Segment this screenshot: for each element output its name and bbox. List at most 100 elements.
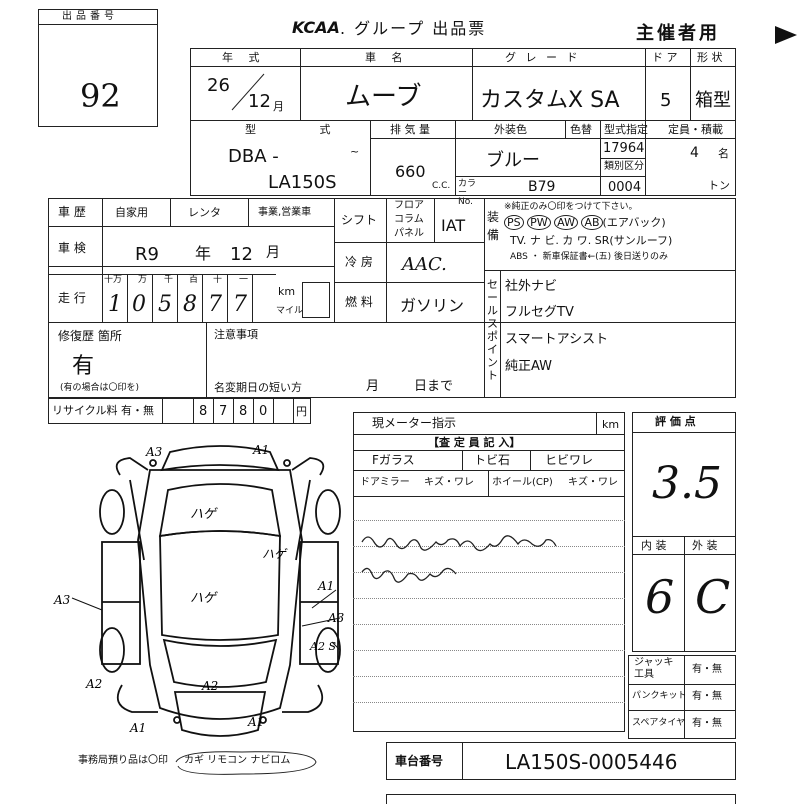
pw-option[interactable]: PW [527, 215, 551, 230]
recycle-unit: 円 [296, 405, 307, 418]
shape-value: 箱型 [695, 90, 731, 111]
jack-label: ジャッキ 工具 [634, 657, 674, 680]
interior-grade: 6 [645, 570, 675, 624]
lot-number-value: 92 [80, 77, 121, 115]
ab-note: (エアバック) [602, 216, 666, 229]
recycle-row [48, 398, 311, 424]
glass-label: Fガラス [372, 453, 415, 467]
recycle-digit-3: 8 [239, 404, 248, 419]
spare-tire-label: スペアタイヤ [632, 718, 686, 728]
meter-label: 現メーター指示 [372, 416, 457, 430]
keys-items[interactable]: カギ リモコン ナビロム [184, 755, 291, 766]
history-rental[interactable]: レンタ [188, 206, 221, 219]
shift-floor[interactable]: フロア [394, 200, 424, 211]
doors-label: ド ア [652, 51, 678, 64]
damage-mark-12: A1 [129, 721, 146, 735]
mileage-digit-1: 1 [108, 292, 122, 317]
digit-label-4: 百 [189, 275, 199, 285]
damage-mark-11: A2 [201, 679, 218, 693]
car-name: ムーブ [345, 82, 422, 112]
cc-unit: C.C. [432, 181, 451, 191]
hand-dash: ~ [350, 145, 360, 158]
fuel-value: ガソリン [400, 296, 465, 315]
type-cert-label: 型式指定 [604, 123, 648, 136]
grade-label: グ レ ー ド [505, 51, 581, 64]
damage-mark-13: A1 [247, 715, 264, 729]
spare-tire-option[interactable]: 有・無 [692, 718, 722, 729]
year-month: 12 [248, 91, 271, 112]
glass-crack-option[interactable]: ヒビワレ [545, 453, 594, 467]
damage-mark-2: A1 [252, 443, 269, 457]
aw-option[interactable]: AW [554, 215, 578, 230]
repair-note: (有の場合は〇印を) [60, 383, 140, 393]
keys-circle [175, 751, 317, 775]
damage-mark-10: A2 [85, 677, 102, 691]
capacity-value: 4 [690, 145, 699, 161]
equipment-row-2: TV. ナ ビ. カ ワ. SR(サンルーフ) [510, 234, 673, 247]
load-unit: トン [708, 179, 730, 192]
km-check-box[interactable] [302, 282, 330, 318]
sales-point-3: スマートアシスト [505, 332, 609, 347]
damage-mark-8: A2 S [309, 640, 336, 653]
ac-label: 冷 房 [345, 255, 373, 269]
shift-column[interactable]: コラム [394, 214, 424, 225]
history-business[interactable]: 事業,営業車 [258, 207, 312, 218]
repair-value: 有 [72, 354, 95, 379]
capacity-unit: 名 [718, 147, 729, 160]
color-value: ブルー [486, 150, 540, 171]
handwritten-comment [361, 535, 557, 583]
chassis-number: LA150S-0005446 [505, 750, 678, 774]
keys-label: 事務局預り品は〇印 [78, 755, 168, 766]
inspection-label: 車 検 [58, 241, 86, 255]
damage-mark-9: A3 [53, 593, 71, 607]
history-label: 車 歴 [58, 205, 86, 219]
lot-number-label: 出品番号 [62, 11, 118, 22]
mileage-digit-3: 5 [158, 292, 172, 317]
glass-chip-option[interactable]: トビ石 [474, 453, 511, 467]
inspector-title: 【査 定 員 記 入】 [428, 436, 521, 449]
history-private[interactable]: 自家用 [115, 206, 148, 219]
inspection-month-unit: 月 [266, 245, 280, 261]
exterior-grade: C [695, 570, 731, 624]
km-unit: km [278, 285, 296, 298]
digit-label-3: 千 [164, 275, 174, 285]
tools-box [628, 655, 736, 739]
jack-option[interactable]: 有・無 [692, 664, 722, 675]
recycle-digit-1: 8 [199, 404, 208, 419]
month-unit: 月 [273, 100, 284, 113]
digit-label-5: 十 [213, 275, 223, 285]
ab-option[interactable]: AB [581, 215, 603, 230]
name-change-day: 日まで [414, 379, 454, 394]
digit-label-1: 十万 [104, 275, 123, 285]
mileage-digit-4: 8 [183, 292, 197, 317]
grade-score-value: 3.5 [652, 458, 722, 509]
recycle-label: リサイクル料 有・無 [52, 404, 154, 417]
mirror-option[interactable]: キズ・ワレ [424, 477, 474, 488]
color-change-label: 色替 [570, 123, 592, 136]
repair-label: 修復歴 箇所 [58, 329, 122, 343]
wheel-option[interactable]: キズ・ワレ [568, 477, 618, 488]
bottom-partial-box [386, 794, 736, 804]
sales-point-4: 純正AW [505, 359, 553, 374]
year-label: 年 式 [222, 51, 266, 64]
equipment-label: 装備 [487, 210, 500, 242]
sales-point-1: 社外ナビ [505, 279, 558, 294]
grade-value: カスタムX SA [480, 88, 620, 113]
ps-option[interactable]: PS [504, 215, 524, 230]
displacement-value: 660 [395, 162, 426, 181]
sales-point-2: フルセグTV [505, 305, 574, 320]
model-prefix: DBA - [228, 146, 279, 167]
damage-mark-1: A3 [145, 445, 163, 459]
recycle-digit-2: 7 [219, 404, 228, 419]
kcaa-logo: KCAA [292, 18, 340, 37]
class-value: 0004 [608, 180, 642, 195]
displacement-label: 排 気 量 [390, 123, 430, 136]
sales-points-label: セールスポイント [487, 278, 498, 382]
mileage-label: 走 行 [58, 291, 86, 305]
puncture-kit-option[interactable]: 有・無 [692, 691, 722, 702]
capacity-label: 定員・積載 [668, 123, 723, 136]
color-code: B79 [528, 179, 556, 195]
damage-mark-3: ハゲ [190, 507, 218, 522]
shift-panel[interactable]: パネル [394, 228, 424, 239]
meter-unit: km [602, 418, 620, 431]
